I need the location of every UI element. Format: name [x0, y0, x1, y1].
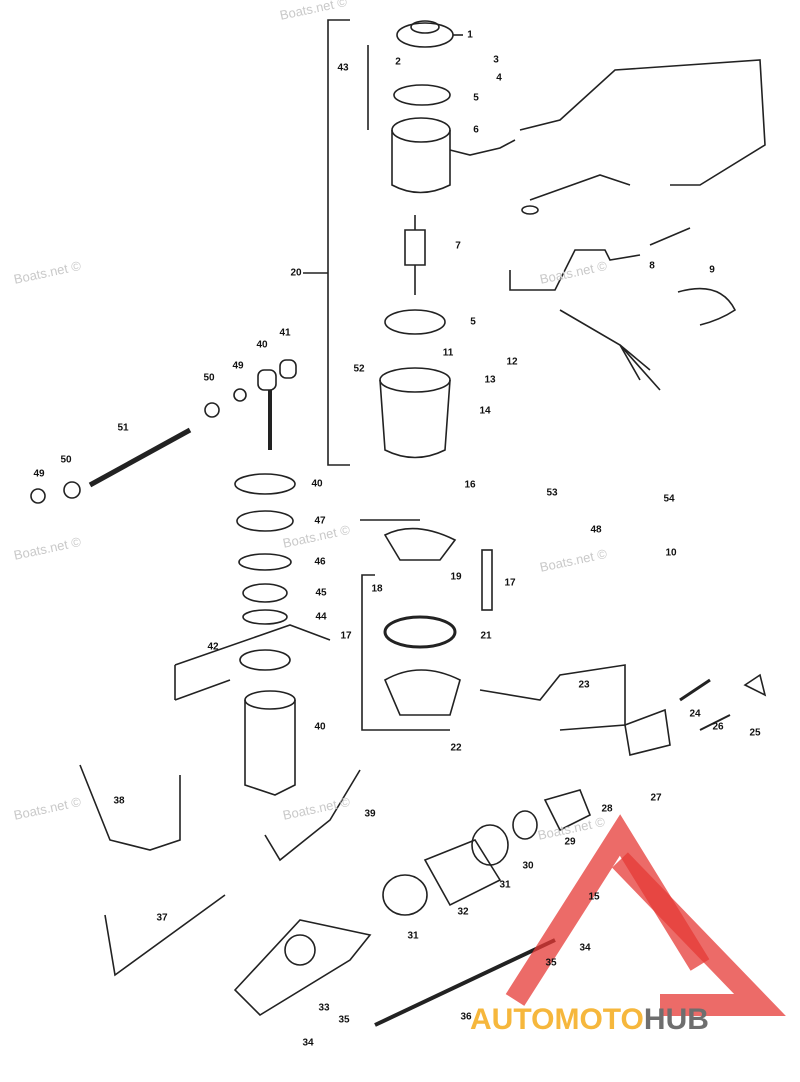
- group-bracket-20: [327, 19, 350, 466]
- part-label-32[interactable]: 32: [457, 906, 469, 918]
- part-reservoir: [383, 669, 461, 716]
- part-label-51[interactable]: 51: [117, 422, 129, 434]
- part-label-24[interactable]: 24: [689, 708, 701, 720]
- automotohub-logo: AUTOMOTOHUB: [470, 1003, 709, 1037]
- part-label-10[interactable]: 10: [665, 547, 677, 559]
- part-label-31[interactable]: 31: [407, 930, 419, 942]
- part-label-2[interactable]: 2: [395, 56, 401, 68]
- part-label-36[interactable]: 36: [460, 1011, 472, 1023]
- part-label-48[interactable]: 48: [590, 524, 602, 536]
- part-label-49[interactable]: 49: [232, 360, 244, 372]
- part-pump-base: [233, 919, 372, 1017]
- part-tube-38: [79, 764, 181, 851]
- part-label-5[interactable]: 5: [473, 92, 479, 104]
- part-label-14[interactable]: 14: [479, 405, 491, 417]
- part-o-ring-21: [383, 615, 457, 649]
- part-label-39[interactable]: 39: [364, 808, 376, 820]
- part-label-15[interactable]: 15: [588, 891, 600, 903]
- part-label-35[interactable]: 35: [338, 1014, 350, 1026]
- part-label-42[interactable]: 42: [207, 641, 219, 653]
- part-label-13[interactable]: 13: [484, 374, 496, 386]
- logo-triangle-mark: [505, 814, 786, 1016]
- part-label-27[interactable]: 27: [650, 792, 662, 804]
- part-label-43[interactable]: 43: [337, 62, 349, 74]
- part-label-28[interactable]: 28: [601, 803, 613, 815]
- part-label-7[interactable]: 7: [455, 240, 461, 252]
- part-label-50[interactable]: 50: [203, 372, 215, 384]
- part-o-ring: [393, 84, 451, 106]
- part-label-21[interactable]: 21: [480, 630, 492, 642]
- part-label-40[interactable]: 40: [314, 721, 326, 733]
- part-label-33[interactable]: 33: [318, 1002, 330, 1014]
- part-label-46[interactable]: 46: [314, 556, 326, 568]
- part-label-5[interactable]: 5: [470, 316, 476, 328]
- part-label-18[interactable]: 18: [371, 583, 383, 595]
- part-label-20[interactable]: 20: [290, 267, 302, 279]
- part-label-53[interactable]: 53: [546, 487, 558, 499]
- part-label-22[interactable]: 22: [450, 742, 462, 754]
- part-armature: [404, 229, 426, 266]
- part-label-4[interactable]: 4: [496, 72, 502, 84]
- part-tube-39: [264, 769, 361, 862]
- part-label-40[interactable]: 40: [311, 478, 323, 490]
- part-clip: [677, 287, 737, 326]
- part-label-6[interactable]: 6: [473, 124, 479, 136]
- part-label-17[interactable]: 17: [340, 630, 352, 642]
- part-label-38[interactable]: 38: [113, 795, 125, 807]
- part-label-41[interactable]: 41: [279, 327, 291, 339]
- part-label-44[interactable]: 44: [315, 611, 327, 623]
- part-label-40[interactable]: 40: [256, 339, 268, 351]
- part-label-1[interactable]: 1: [467, 29, 473, 41]
- logo-text-automoto: AUTOMOTO: [470, 1003, 644, 1036]
- part-label-31[interactable]: 31: [499, 879, 511, 891]
- part-label-23[interactable]: 23: [578, 679, 590, 691]
- part-label-11[interactable]: 11: [442, 347, 454, 359]
- part-label-54[interactable]: 54: [663, 493, 675, 505]
- part-tube-37: [104, 894, 226, 977]
- part-label-49[interactable]: 49: [33, 468, 45, 480]
- part-label-34[interactable]: 34: [302, 1037, 314, 1049]
- part-label-34[interactable]: 34: [579, 942, 591, 954]
- part-label-47[interactable]: 47: [314, 515, 326, 527]
- part-motor-housing: [391, 130, 451, 194]
- part-label-50[interactable]: 50: [60, 454, 72, 466]
- part-label-19[interactable]: 19: [450, 571, 462, 583]
- part-cylinder: [244, 700, 296, 796]
- part-label-8[interactable]: 8: [649, 260, 655, 272]
- part-shaft: [374, 938, 556, 1027]
- part-label-17[interactable]: 17: [504, 577, 516, 589]
- part-label-26[interactable]: 26: [712, 721, 724, 733]
- part-label-52[interactable]: 52: [353, 363, 365, 375]
- part-label-45[interactable]: 45: [315, 587, 327, 599]
- part-label-3[interactable]: 3: [493, 54, 499, 66]
- part-bushing: [257, 369, 277, 391]
- part-label-37[interactable]: 37: [156, 912, 168, 924]
- part-label-12[interactable]: 12: [506, 356, 518, 368]
- part-label-9[interactable]: 9: [709, 264, 715, 276]
- part-label-35[interactable]: 35: [545, 957, 557, 969]
- part-cap: [396, 22, 454, 48]
- part-label-29[interactable]: 29: [564, 836, 576, 848]
- part-label-30[interactable]: 30: [522, 860, 534, 872]
- part-end-cap: [379, 379, 451, 459]
- part-label-16[interactable]: 16: [464, 479, 476, 491]
- part-label-25[interactable]: 25: [749, 727, 761, 739]
- logo-text-hub: HUB: [643, 1003, 709, 1036]
- part-rod: [88, 427, 192, 488]
